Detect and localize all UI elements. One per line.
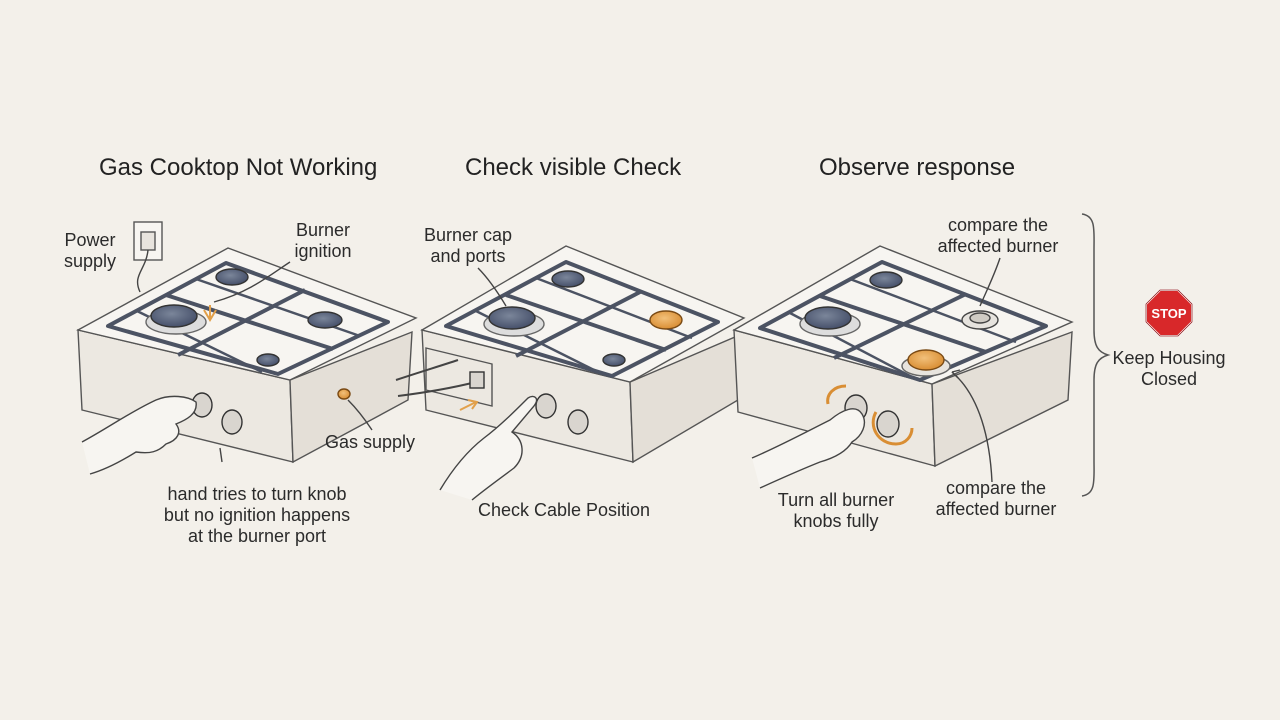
panel-title-2: Check visible Check xyxy=(465,154,682,181)
panel-title-3: Observe response xyxy=(819,154,1016,181)
label-turn-knobs: Turn all burner knobs fully xyxy=(777,490,895,531)
label-keep-housing-closed: Keep Housing Closed xyxy=(1112,348,1226,389)
cooktop-3 xyxy=(732,245,1074,489)
label-compare-top: compare the affected burner xyxy=(937,215,1059,256)
stop-sign-text: STOP xyxy=(1151,306,1186,321)
label-hand-note: hand tries to turn knob but no ignition … xyxy=(163,484,351,546)
label-burner-cap: Burner cap and ports xyxy=(423,225,513,266)
label-check-cable: Check Cable Position xyxy=(477,500,651,520)
label-gas-supply: Gas supply xyxy=(324,432,416,452)
stop-sign-icon: STOP xyxy=(1145,289,1193,337)
label-burner-ignition: Burner ignition xyxy=(294,220,352,261)
cooktop-1 xyxy=(76,221,418,475)
panel-title-1: Gas Cooktop Not Working xyxy=(99,154,378,181)
cooktop-2 xyxy=(395,245,746,501)
label-compare-bottom: compare the affected burner xyxy=(935,478,1057,519)
label-power-supply: Power supply xyxy=(63,230,117,271)
bracket xyxy=(1081,213,1111,497)
